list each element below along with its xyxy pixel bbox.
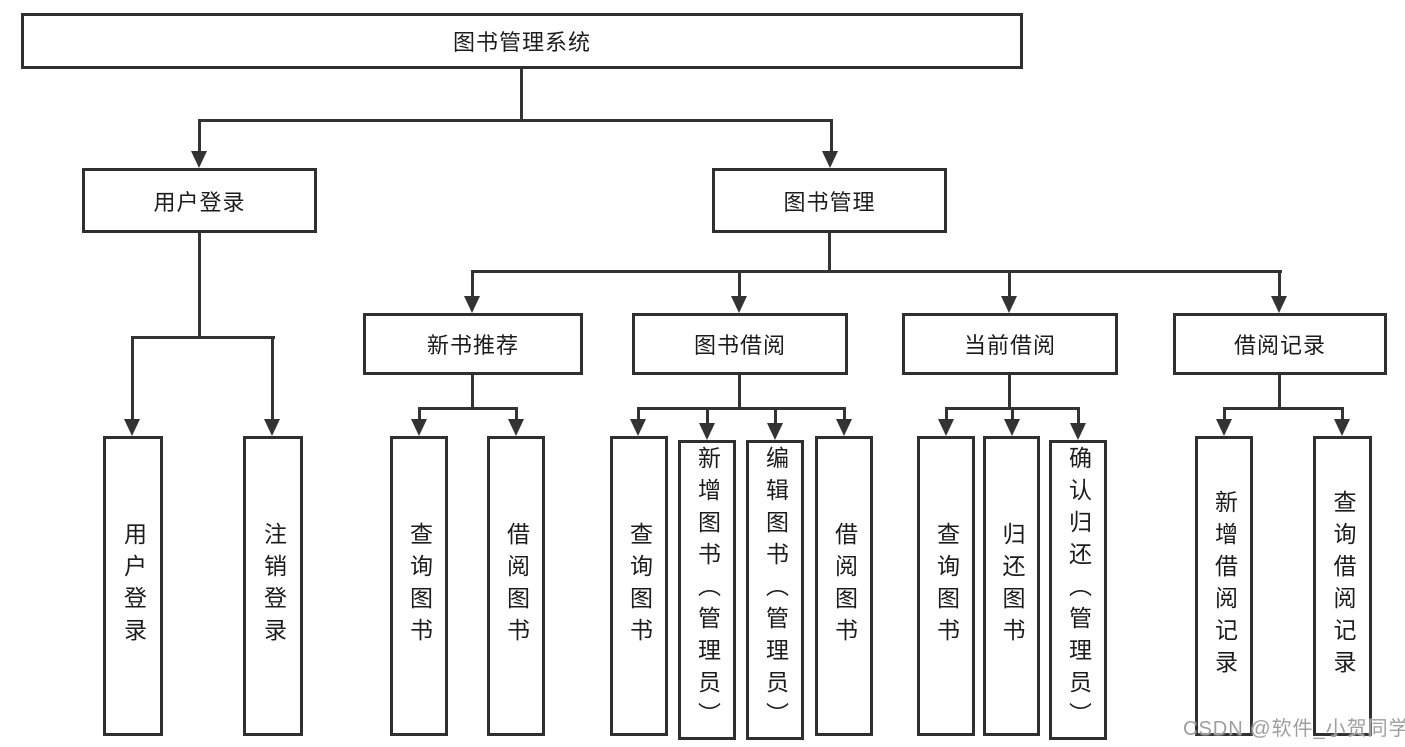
arrowhead-add-borrow-record-icon: [1216, 419, 1232, 436]
node-current-borrow-label: 当前借阅: [963, 333, 1056, 358]
arrowhead-query-books-borrow-icon: [630, 419, 646, 436]
connector-drop-book-borrow: [738, 270, 741, 298]
leaf-query-books-current-label: 查询图书: [933, 522, 960, 650]
node-root-label: 图书管理系统: [452, 30, 591, 55]
arrowhead-leaf-user-login-icon: [124, 419, 140, 436]
node-book-management: 图书管理: [712, 168, 947, 233]
node-new-book-recommend: 新书推荐: [363, 313, 583, 375]
arrowhead-new-book-recommend-icon: [464, 296, 480, 313]
leaf-borrow-books-label: 借阅图书: [831, 522, 858, 650]
node-book-borrow: 图书借阅: [632, 313, 848, 375]
node-user-login-label: 用户登录: [153, 189, 246, 215]
leaf-add-books-admin: 新增图书（管理员）: [678, 440, 736, 740]
connector-user-login-branch: [131, 336, 275, 339]
connector-borrow-branch: [637, 407, 846, 410]
leaf-query-books-borrow: 查询图书: [610, 436, 668, 736]
connector-drop-user-login: [198, 119, 201, 153]
leaf-confirm-return-admin: 确认归还（管理员）: [1049, 440, 1107, 740]
arrowhead-user-login-icon: [191, 151, 207, 168]
arrowhead-query-books-recommend-icon: [411, 419, 427, 436]
arrowhead-return-books-icon: [1004, 419, 1020, 436]
connector-root-stem: [520, 69, 523, 122]
connector-user-login-stem: [198, 233, 201, 338]
leaf-add-borrow-record: 新增借阅记录: [1195, 436, 1253, 736]
arrowhead-edit-books-icon: [767, 423, 783, 440]
connector-drop-edit-books: [774, 407, 777, 435]
connector-recommend-branch: [418, 407, 518, 410]
leaf-add-books-admin-label: 新增图书（管理员）: [694, 446, 721, 734]
connector-records-stem: [1278, 375, 1281, 410]
connector-borrow-stem: [738, 375, 741, 410]
node-book-management-label: 图书管理: [783, 189, 876, 215]
connector-level3-branch: [471, 270, 1282, 273]
leaf-borrow-books: 借阅图书: [815, 436, 873, 736]
connector-drop-borrow-records: [1278, 270, 1281, 298]
connector-drop-confirm-return: [1077, 407, 1080, 435]
connector-level2-branch: [198, 119, 833, 122]
leaf-confirm-return-admin-label: 确认归还（管理员）: [1065, 446, 1092, 734]
arrowhead-borrow-books-icon: [836, 419, 852, 436]
arrowhead-book-management-icon: [822, 151, 838, 168]
leaf-borrow-books-recommend-label: 借阅图书: [503, 522, 530, 650]
leaf-borrow-books-recommend: 借阅图书: [487, 436, 545, 736]
connector-records-branch: [1223, 407, 1344, 410]
node-borrow-records-label: 借阅记录: [1233, 333, 1326, 358]
leaf-add-borrow-record-label: 新增借阅记录: [1211, 490, 1238, 682]
leaf-query-books-recommend-label: 查询图书: [406, 522, 433, 650]
connector-drop-book-management: [830, 119, 833, 153]
node-borrow-records: 借阅记录: [1173, 313, 1387, 375]
arrowhead-leaf-logout-icon: [264, 419, 280, 436]
connector-drop-leaf-logout: [271, 336, 274, 421]
connector-drop-add-books: [706, 407, 709, 435]
leaf-user-login-label: 用户登录: [120, 522, 147, 650]
leaf-logout: 注销登录: [243, 436, 303, 736]
connector-drop-new-book-recommend: [471, 270, 474, 298]
node-new-book-recommend-label: 新书推荐: [426, 333, 519, 358]
arrowhead-borrow-books-recommend-icon: [508, 419, 524, 436]
arrowhead-query-books-current-icon: [938, 419, 954, 436]
leaf-query-borrow-record-label: 查询借阅记录: [1330, 490, 1356, 682]
node-user-login: 用户登录: [82, 168, 317, 233]
leaf-return-books: 归还图书: [983, 436, 1040, 736]
leaf-query-books-current: 查询图书: [917, 436, 975, 736]
node-current-borrow: 当前借阅: [902, 313, 1118, 375]
leaf-edit-books-admin-label: 编辑图书（管理员）: [762, 446, 789, 734]
leaf-query-books-borrow-label: 查询图书: [626, 522, 653, 650]
leaf-query-books-recommend: 查询图书: [390, 436, 448, 736]
connector-current-stem: [1008, 375, 1011, 410]
connector-drop-current-borrow: [1008, 270, 1011, 298]
leaf-logout-label: 注销登录: [260, 522, 287, 650]
arrowhead-query-borrow-record-icon: [1334, 419, 1350, 436]
arrowhead-confirm-return-icon: [1070, 423, 1086, 440]
leaf-query-borrow-record: 查询借阅记录: [1313, 436, 1372, 736]
connector-book-management-stem: [828, 233, 831, 273]
arrowhead-add-books-icon: [699, 423, 715, 440]
arrowhead-borrow-records-icon: [1271, 296, 1287, 313]
leaf-user-login: 用户登录: [103, 436, 163, 736]
watermark: CSDN @软件_小贺同学: [1183, 718, 1405, 740]
arrowhead-book-borrow-icon: [731, 296, 747, 313]
arrowhead-current-borrow-icon: [1001, 296, 1017, 313]
leaf-return-books-label: 归还图书: [999, 522, 1025, 650]
leaf-edit-books-admin: 编辑图书（管理员）: [746, 440, 804, 740]
node-book-borrow-label: 图书借阅: [693, 333, 786, 358]
connector-drop-leaf-user-login: [131, 336, 134, 421]
node-root-library-system: 图书管理系统: [21, 13, 1023, 69]
connector-recommend-stem: [471, 375, 474, 410]
